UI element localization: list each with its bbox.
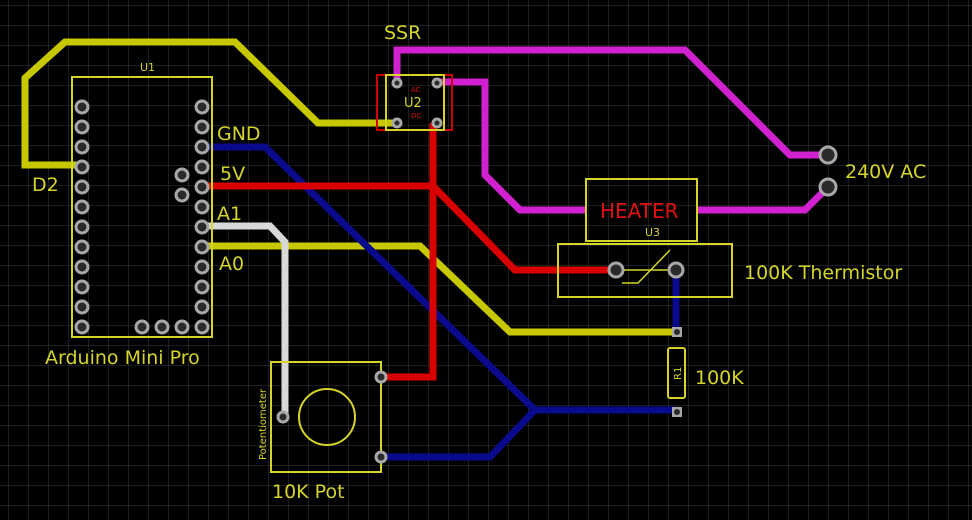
heater-label: HEATER bbox=[600, 199, 679, 223]
r1-ref: R1 bbox=[673, 367, 684, 380]
u1-pad bbox=[194, 99, 210, 115]
trace-5v[interactable] bbox=[202, 182, 615, 274]
u2-outline bbox=[385, 74, 445, 131]
u1-pad bbox=[154, 319, 170, 335]
u1-name: Arduino Mini Pro bbox=[45, 347, 200, 369]
r1-pad-hole bbox=[674, 409, 680, 415]
thermistor-outline bbox=[557, 243, 733, 298]
u2-pad bbox=[391, 77, 403, 89]
u1-pad bbox=[194, 259, 210, 275]
u1-pad bbox=[194, 199, 210, 215]
trace-a0[interactable] bbox=[202, 242, 677, 336]
u2-pad bbox=[431, 77, 443, 89]
pot-pad bbox=[374, 450, 388, 464]
mains-pad bbox=[818, 145, 838, 165]
u1-pad bbox=[74, 119, 90, 135]
trace-a1[interactable] bbox=[202, 222, 289, 417]
ssr[interactable]: SSR U2 AC DC bbox=[376, 22, 453, 131]
u1-pad bbox=[194, 279, 210, 295]
u1-pad bbox=[134, 319, 150, 335]
thermistor-symbol bbox=[622, 249, 676, 284]
u1-pad bbox=[74, 319, 90, 335]
thermistor-pad bbox=[667, 261, 685, 279]
u2-name: SSR bbox=[384, 22, 421, 44]
u1-pad bbox=[74, 279, 90, 295]
trace-ac-ssr-heater[interactable] bbox=[433, 78, 586, 214]
u1-pad bbox=[174, 167, 190, 183]
u1-outline bbox=[71, 76, 213, 338]
thermistor-label: 100K Thermistor bbox=[744, 262, 902, 284]
pin-label-a0: A0 bbox=[219, 253, 244, 275]
u1-pad bbox=[74, 199, 90, 215]
pot-outline bbox=[270, 361, 382, 473]
pot-name: 10K Pot bbox=[272, 481, 345, 503]
thermistor[interactable]: 100K Thermistor bbox=[557, 243, 902, 298]
trace-d2[interactable] bbox=[21, 38, 397, 169]
mains-connector[interactable]: 240V AC bbox=[818, 145, 926, 197]
u1-pad bbox=[74, 179, 90, 195]
u2-dc-label: DC bbox=[411, 112, 421, 120]
u1-pad bbox=[74, 219, 90, 235]
u1-pad bbox=[194, 179, 210, 195]
pin-label-d2: D2 bbox=[32, 174, 59, 196]
pot-pad bbox=[374, 370, 388, 384]
trace-ac-live[interactable] bbox=[393, 46, 828, 159]
u1-pad bbox=[194, 219, 210, 235]
u1-pad bbox=[74, 239, 90, 255]
u2-pad bbox=[431, 117, 443, 129]
u1-pad bbox=[194, 119, 210, 135]
pot-type: Potentiometer bbox=[258, 388, 269, 460]
u1-pad bbox=[74, 259, 90, 275]
u1-pad bbox=[194, 299, 210, 315]
u2-pad bbox=[391, 117, 403, 129]
u1-pad bbox=[194, 319, 210, 335]
u2-ref: U2 bbox=[404, 96, 422, 111]
mains-pad bbox=[818, 177, 838, 197]
trace-ac-heater-neutral[interactable] bbox=[697, 184, 831, 214]
traces bbox=[21, 38, 831, 461]
mains-label: 240V AC bbox=[845, 161, 926, 183]
u2-ac-label: AC bbox=[411, 86, 421, 94]
pot-pad-wiper bbox=[276, 410, 290, 424]
u1-pad bbox=[194, 239, 210, 255]
pot-knob bbox=[298, 388, 356, 446]
pin-label-a1: A1 bbox=[217, 203, 242, 225]
r1-outline bbox=[667, 347, 686, 399]
thermistor-pad bbox=[607, 261, 625, 279]
u1-pads bbox=[74, 99, 210, 335]
u1-pad bbox=[194, 159, 210, 175]
u1-pad bbox=[74, 299, 90, 315]
trace-5v-ssr-pot[interactable] bbox=[381, 123, 437, 381]
u1-pad bbox=[74, 139, 90, 155]
r1-pad-hole bbox=[674, 329, 680, 335]
pin-label-gnd: GND bbox=[217, 123, 261, 145]
pin-label-5v: 5V bbox=[220, 163, 245, 185]
u1-pad bbox=[174, 187, 190, 203]
arduino-mini-pro[interactable]: U1 Arduino Mini Pro D2 GND 5V A1 A0 bbox=[32, 61, 261, 369]
resistor-r1[interactable]: R1 100K bbox=[667, 327, 744, 417]
u1-pad bbox=[194, 139, 210, 155]
u1-pad bbox=[74, 159, 90, 175]
trace-gnd[interactable] bbox=[202, 143, 677, 414]
r1-value: 100K bbox=[695, 367, 744, 389]
u1-pad bbox=[174, 319, 190, 335]
trace-gnd-pot[interactable] bbox=[381, 407, 538, 461]
heater[interactable]: HEATER U3 bbox=[585, 178, 698, 242]
u1-ref: U1 bbox=[140, 61, 155, 74]
u3-outline bbox=[585, 178, 698, 242]
u1-pad bbox=[74, 99, 90, 115]
potentiometer[interactable]: Potentiometer 10K Pot bbox=[258, 361, 388, 503]
u3-ref: U3 bbox=[645, 226, 660, 239]
